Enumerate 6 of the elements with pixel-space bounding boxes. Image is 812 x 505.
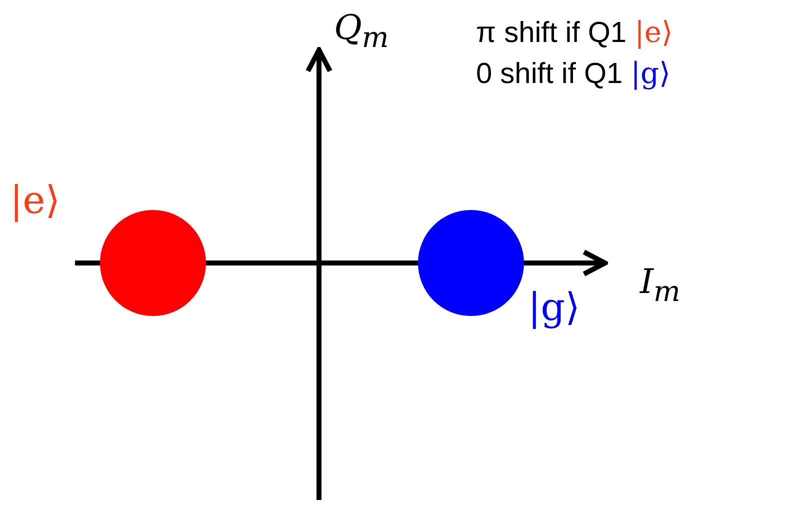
state-label: |e⟩ bbox=[10, 178, 60, 222]
axis-label: I$_{m}$ bbox=[640, 262, 680, 308]
state-label: |g⟩ bbox=[528, 285, 580, 329]
note-text: π shift if Q1 |e⟩ bbox=[476, 15, 673, 50]
axis-label: Q$_{m}$ bbox=[334, 8, 389, 54]
note-text: 0 shift if Q1 |g⟩ bbox=[476, 56, 670, 91]
